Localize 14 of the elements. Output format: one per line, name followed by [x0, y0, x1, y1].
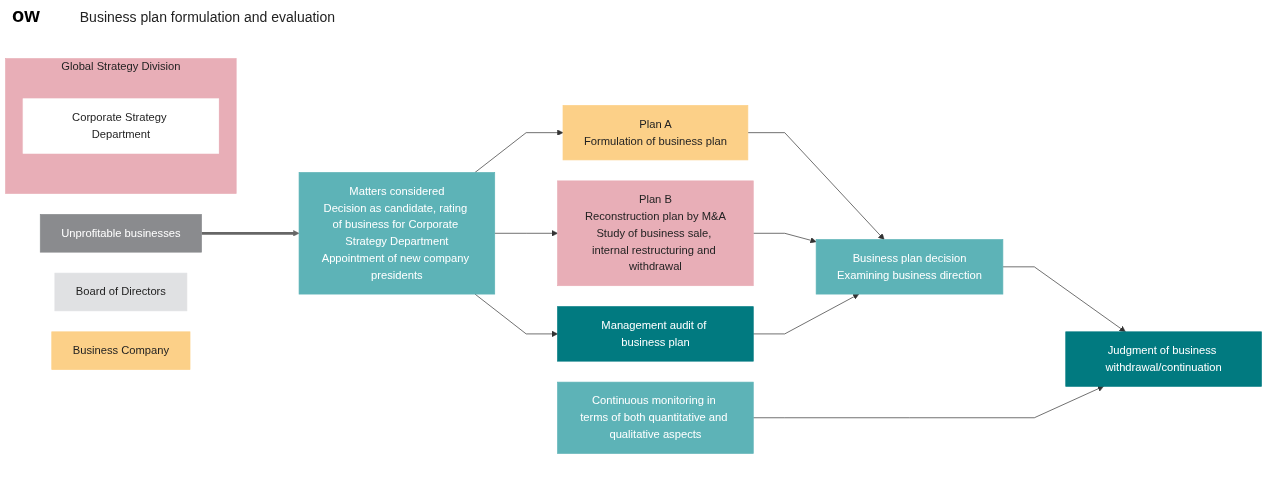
node-box: Unprofitable businesses: [39, 214, 202, 253]
node-box: Board of Directors: [54, 272, 188, 312]
node-box: Plan A Formulation of business plan: [562, 105, 749, 161]
node-box: Business plan decision Examining business direction: [815, 239, 1004, 295]
section-heading: Business plan formulation and evaluation: [79, 9, 336, 25]
node-box: Management audit of business plan: [557, 306, 754, 362]
node-box: Business Company: [51, 331, 191, 370]
node-box: Judgment of business withdrawal/continuation: [1065, 331, 1262, 387]
node-box: Corporate Strategy Department: [22, 98, 220, 154]
node-box: Continuous monitoring in terms of both quantitative and qualitative aspects: [557, 381, 754, 454]
arrow: [201, 230, 300, 237]
node-box: Plan B Reconstruction plan by M&A Study of business sale, internal restructuring and withdrawal: [557, 180, 754, 287]
diagram-title: ow: [12, 4, 40, 27]
node-box: Matters considered Decision as candidate, rating of business for Corporate Strategy Department Appointment of new company presidents: [298, 172, 496, 295]
